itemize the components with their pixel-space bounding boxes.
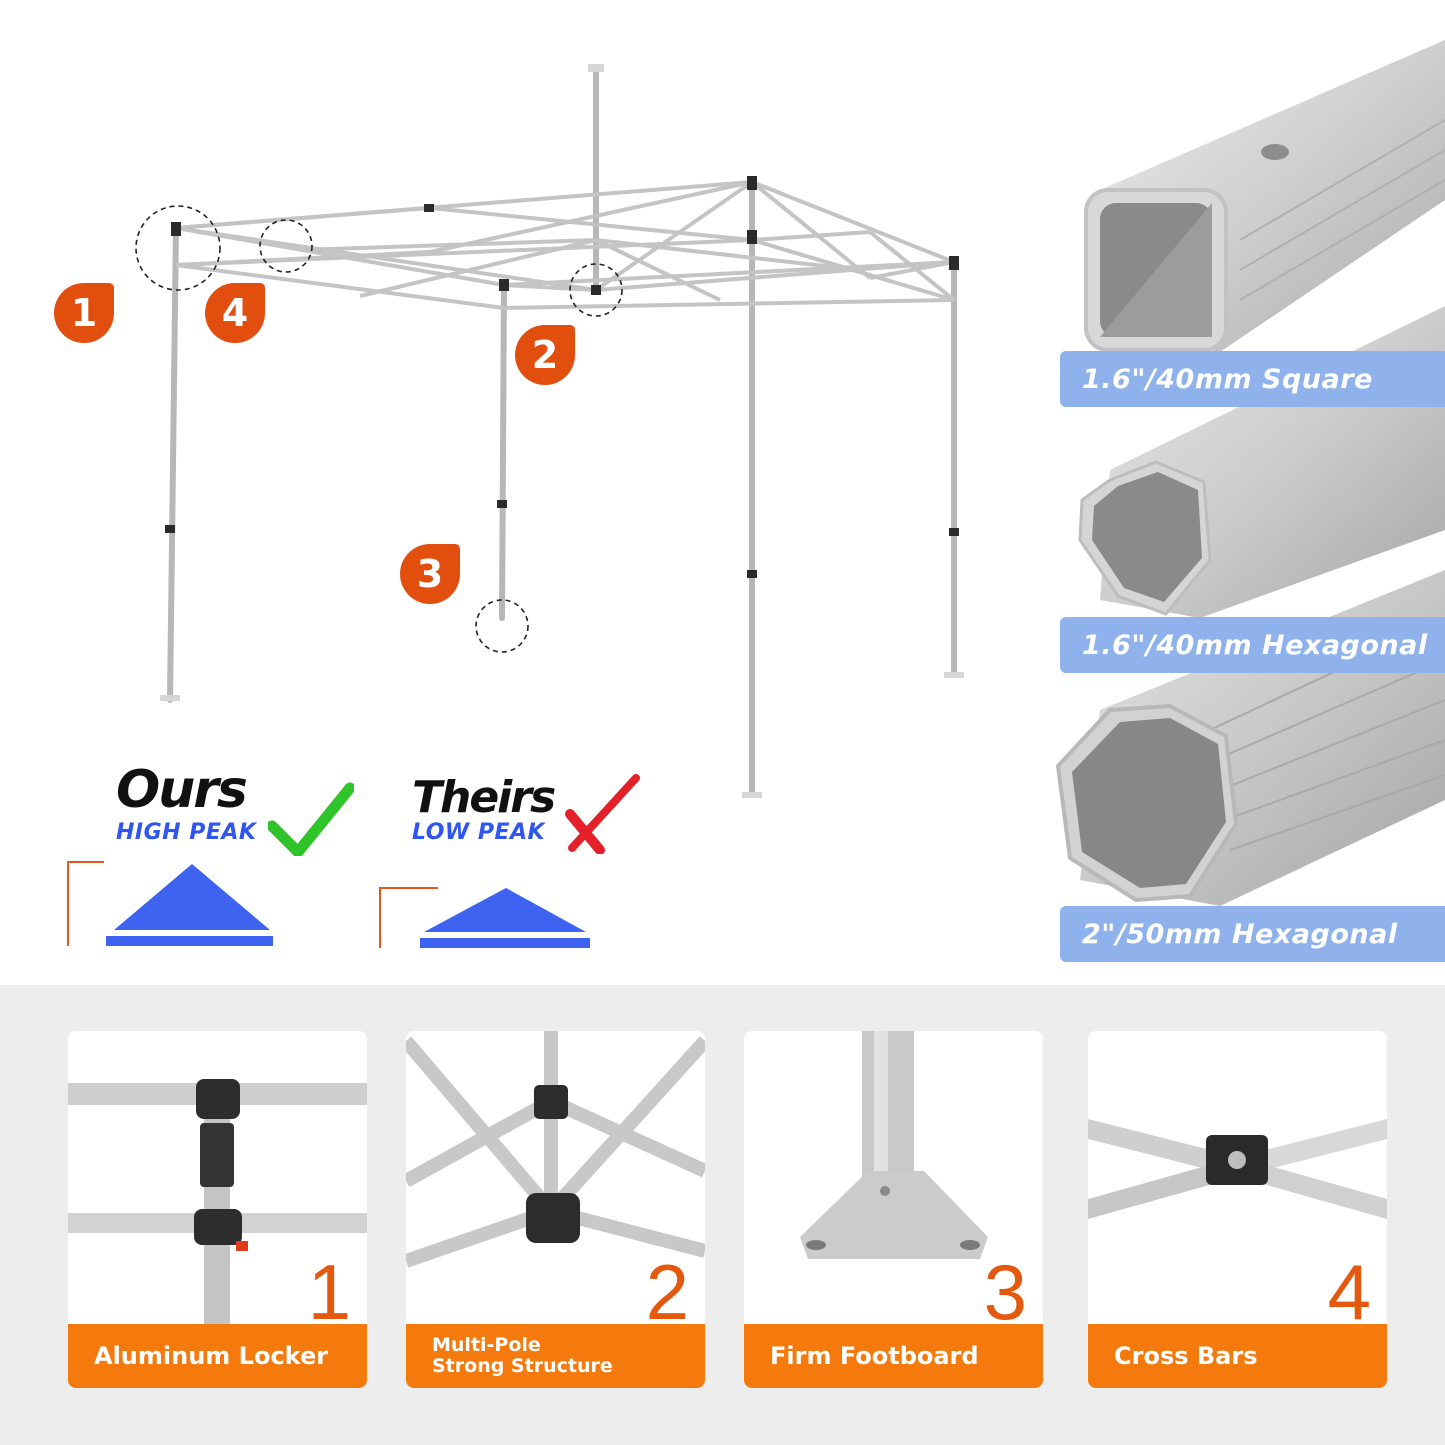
high-peak-icon <box>67 861 273 946</box>
square-tube-illustration <box>1084 40 1445 352</box>
feature-label: Aluminum Locker <box>68 1324 367 1388</box>
feature-card-cross-bars: 4 Cross Bars <box>1088 1031 1387 1388</box>
feature-label: Cross Bars <box>1088 1324 1387 1388</box>
theirs-subtitle: LOW PEAK <box>412 820 546 845</box>
canopy-frame-illustration <box>135 64 964 798</box>
profile-label-hexagonal: 1.6"/40mm Hexagonal <box>1060 617 1445 673</box>
marker-3: 3 <box>400 544 460 604</box>
feature-card-multi-pole: 2 Multi-Pole Strong Structure <box>406 1031 705 1388</box>
large-hexagonal-tube-illustration <box>1055 570 1445 906</box>
feature-label: Firm Footboard <box>744 1324 1043 1388</box>
feature-label: Multi-Pole Strong Structure <box>406 1324 705 1388</box>
multi-pole-photo <box>406 1031 705 1268</box>
marker-4: 4 <box>205 283 265 343</box>
aluminum-locker-photo <box>68 1079 367 1324</box>
feature-number: 2 <box>645 1248 689 1336</box>
ours-title: Ours <box>116 760 248 820</box>
ours-subtitle: HIGH PEAK <box>116 820 257 845</box>
theirs-title: Theirs <box>412 772 556 823</box>
feature-number: 3 <box>983 1248 1027 1336</box>
feature-number: 4 <box>1327 1248 1371 1336</box>
cross-bars-photo <box>1088 1119 1387 1219</box>
profile-label-square: 1.6"/40mm Square <box>1060 351 1445 407</box>
marker-2: 2 <box>515 325 575 385</box>
feature-card-footboard: 3 Firm Footboard <box>744 1031 1043 1388</box>
check-icon <box>268 782 354 856</box>
feature-card-aluminum-locker: 1 Aluminum Locker <box>68 1031 367 1388</box>
footboard-photo <box>800 1031 988 1259</box>
marker-1: 1 <box>54 283 114 343</box>
cross-icon <box>565 774 640 854</box>
low-peak-icon <box>379 887 590 948</box>
feature-number: 1 <box>307 1248 351 1336</box>
profile-label-large-hexagonal: 2"/50mm Hexagonal <box>1060 906 1445 962</box>
